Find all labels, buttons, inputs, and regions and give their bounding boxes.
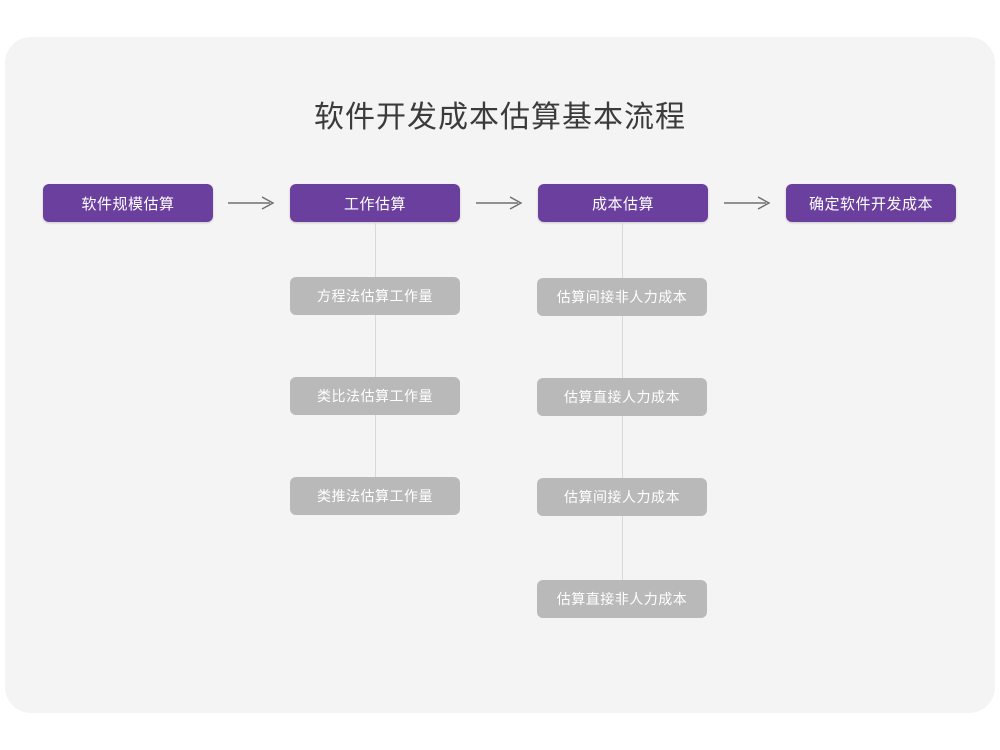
flow-node-step-2[interactable]: 工作估算 (290, 184, 460, 222)
flow-node-label: 软件规模估算 (81, 195, 175, 213)
flow-node-step-1[interactable]: 软件规模估算 (43, 184, 213, 222)
connector-line-work (375, 222, 376, 510)
sub-node-work-1[interactable]: 方程法估算工作量 (290, 277, 460, 315)
flow-node-label: 工作估算 (343, 195, 406, 213)
arrow-right-icon-1 (228, 191, 278, 215)
sub-node-label: 估算直接人力成本 (564, 389, 680, 405)
sub-node-cost-4[interactable]: 估算直接非人力成本 (537, 580, 707, 618)
flow-node-step-4[interactable]: 确定软件开发成本 (786, 184, 956, 222)
sub-node-work-3[interactable]: 类推法估算工作量 (290, 477, 460, 515)
sub-node-label: 估算间接人力成本 (564, 489, 680, 505)
sub-node-cost-3[interactable]: 估算间接人力成本 (537, 478, 707, 516)
flow-node-label: 成本估算 (591, 195, 654, 213)
flow-node-label: 确定软件开发成本 (808, 195, 933, 213)
sub-node-label: 类推法估算工作量 (317, 488, 433, 504)
flow-node-step-3[interactable]: 成本估算 (538, 184, 708, 222)
diagram-card (5, 37, 995, 713)
arrow-right-icon-2 (476, 191, 526, 215)
sub-node-label: 估算间接非人力成本 (556, 289, 688, 305)
arrow-right-icon-3 (724, 191, 774, 215)
sub-node-cost-2[interactable]: 估算直接人力成本 (537, 378, 707, 416)
sub-node-label: 估算直接非人力成本 (556, 591, 688, 607)
connector-line-cost (622, 222, 623, 612)
page-title: 软件开发成本估算基本流程 (314, 101, 686, 134)
sub-node-work-2[interactable]: 类比法估算工作量 (290, 377, 460, 415)
sub-node-label: 方程法估算工作量 (317, 288, 433, 304)
sub-node-label: 类比法估算工作量 (317, 388, 433, 404)
sub-node-cost-1[interactable]: 估算间接非人力成本 (537, 278, 707, 316)
